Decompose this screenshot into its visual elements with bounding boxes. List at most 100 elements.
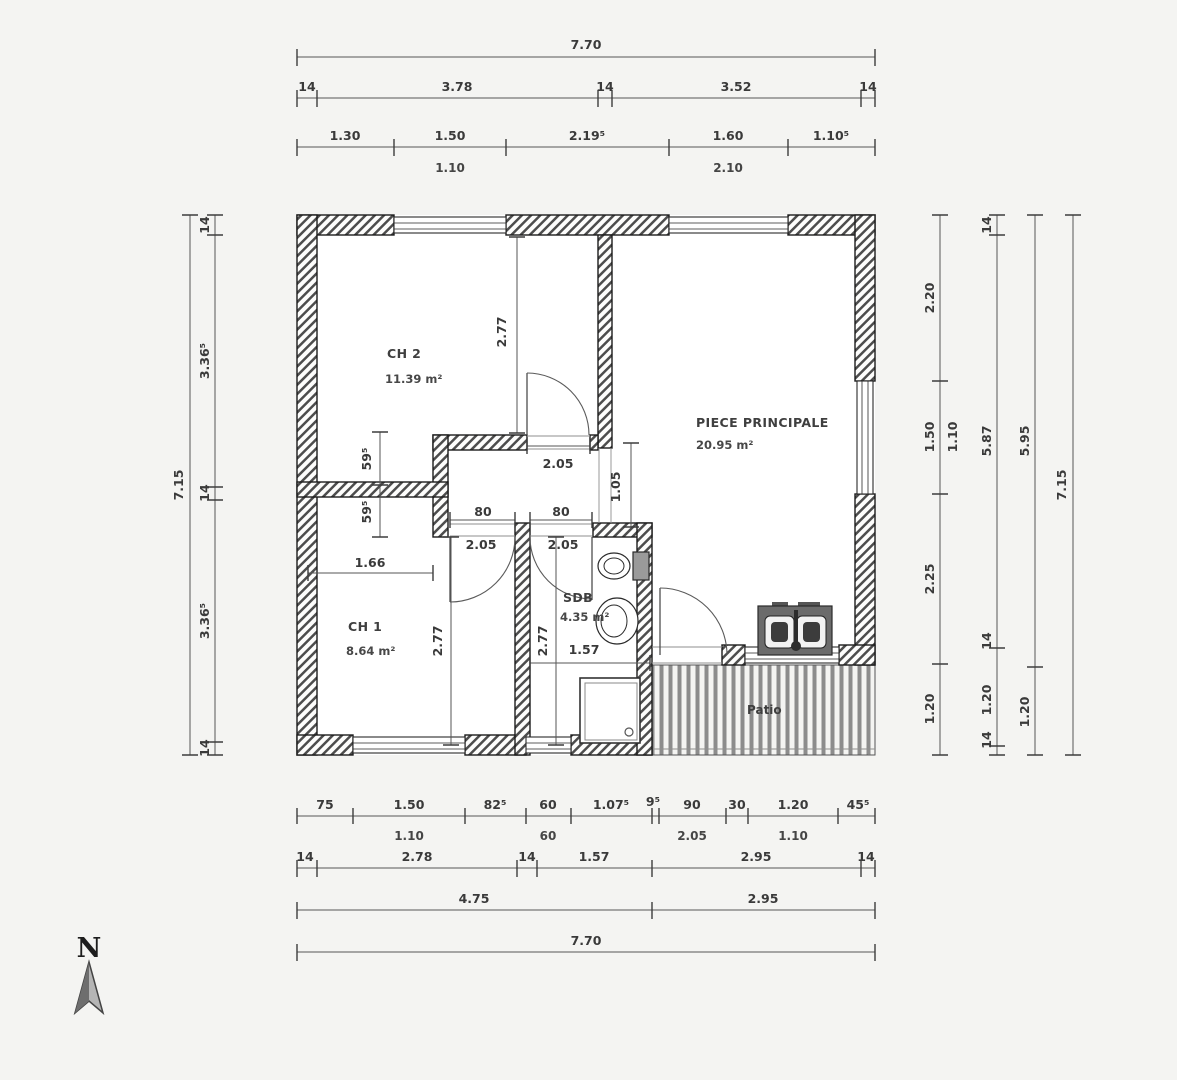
dim-left-wall: 3.36⁵ xyxy=(197,343,212,379)
dim-sdb-width: 1.57 xyxy=(569,642,600,657)
door-ch2 xyxy=(526,372,590,436)
room-area-sdb: 4.35 m² xyxy=(560,610,609,624)
dim-right-c1: 1.20 xyxy=(922,693,937,724)
dim-bottom-opening: 45⁵ xyxy=(847,797,870,812)
dim-bottom-sub: 2.05 xyxy=(677,829,707,843)
dim-bottom-opening: 1.20 xyxy=(778,797,809,812)
dim-right-c1-sub: 1.10 xyxy=(945,421,960,452)
dim-bottom-wall: 14 xyxy=(857,849,875,864)
dim-top-total: 7.70 xyxy=(571,37,602,52)
dim-right-c2: 14 xyxy=(979,632,994,650)
dim-bottom-wall: 14 xyxy=(518,849,536,864)
dim-left-wall: 3.36⁵ xyxy=(197,603,212,639)
washbasin xyxy=(595,597,639,645)
window-ch2-north xyxy=(393,216,507,234)
dim-bottom-opening: 1.07⁵ xyxy=(593,797,629,812)
dim-top-sub: 2.10 xyxy=(713,161,743,175)
dim-left-total: 7.15 xyxy=(171,470,186,501)
dim-bottom-opening: 60 xyxy=(539,797,557,812)
door-patio xyxy=(659,587,728,656)
dim-bottom-opening: 90 xyxy=(683,797,701,812)
dim-top-wall: 14 xyxy=(859,79,877,94)
room-labels: CH 2 11.39 m² PIECE PRINCIPALE 20.95 m² … xyxy=(346,346,829,717)
dim-top-wall: 14 xyxy=(596,79,614,94)
dim-top-opening: 1.30 xyxy=(330,128,361,143)
dim-bottom-opening: 30 xyxy=(728,797,746,812)
dimensions-bottom: 75 1.50 82⁵ 60 1.07⁵ 9⁵ 90 30 1.20 45⁵ 1… xyxy=(296,794,876,961)
dim-ch2-door-h: 2.05 xyxy=(543,456,574,471)
dim-left-wall: 14 xyxy=(197,484,212,502)
shower xyxy=(579,677,641,744)
dim-passage: 1.05 xyxy=(608,472,623,503)
dim-niche-upper: 59⁵ xyxy=(359,448,374,471)
room-label-sdb: SDB xyxy=(563,590,593,605)
patio-deck xyxy=(651,664,876,756)
dimensions-top: 7.70 14 3.78 14 3.52 14 1.30 1.50 2.19⁵ … xyxy=(296,37,877,175)
dim-bottom-opening: 75 xyxy=(316,797,333,812)
dimensions-interior: 2.77 2.05 59⁵ 59⁵ 1.66 80 2.05 80 2.05 1… xyxy=(307,236,651,746)
dim-bottom-wall: 1.57 xyxy=(579,849,610,864)
dim-right-c1: 2.20 xyxy=(922,282,937,313)
kitchen-sink xyxy=(757,602,833,656)
dim-bottom-half: 4.75 xyxy=(459,891,490,906)
building: CH 2 11.39 m² PIECE PRINCIPALE 20.95 m² … xyxy=(296,214,876,756)
dim-ch1-depth: 2.77 xyxy=(430,626,445,657)
dim-bottom-opening: 82⁵ xyxy=(484,797,507,812)
dim-bottom-opening: 9⁵ xyxy=(646,794,660,809)
room-area-ch2: 11.39 m² xyxy=(385,372,442,386)
room-label-principale: PIECE PRINCIPALE xyxy=(696,415,829,430)
room-label-ch1: CH 1 xyxy=(348,619,382,634)
dim-bottom-wall: 2.95 xyxy=(741,849,772,864)
north-label: N xyxy=(77,933,102,964)
door-sdb xyxy=(529,536,593,600)
window-principale-north xyxy=(668,216,789,234)
dim-top-wall: 14 xyxy=(298,79,316,94)
dim-bottom-half: 2.95 xyxy=(748,891,779,906)
dim-right-c2: 1.20 xyxy=(979,684,994,715)
dim-right-c1: 2.25 xyxy=(922,564,937,595)
opening-thresholds xyxy=(450,435,722,664)
toilet xyxy=(597,551,650,581)
dim-bottom-sub: 1.10 xyxy=(394,829,424,843)
dim-left-wall: 14 xyxy=(197,739,212,757)
room-label-patio: Patio xyxy=(747,703,782,717)
door-ch1 xyxy=(449,536,516,603)
room-area-principale: 20.95 m² xyxy=(696,438,753,452)
dim-top-wall: 3.52 xyxy=(721,79,752,94)
north-arrow-shade xyxy=(75,962,89,1013)
dim-left-wall: 14 xyxy=(197,216,212,234)
dim-right-c1: 1.50 xyxy=(922,421,937,452)
dim-right-c3: 5.95 xyxy=(1017,426,1032,457)
dim-top-wall: 3.78 xyxy=(442,79,473,94)
dim-sdb-depth: 2.77 xyxy=(535,626,550,657)
window-ch1-south xyxy=(352,736,466,754)
dim-top-opening: 1.50 xyxy=(435,128,466,143)
dim-right-c2: 5.87 xyxy=(979,426,994,457)
window-principale-east xyxy=(856,380,874,495)
room-area-ch1: 8.64 m² xyxy=(346,644,395,658)
dimensions-left: 7.15 14 3.36⁵ 14 3.36⁵ 14 xyxy=(171,214,223,757)
dim-sdb-door-h: 2.05 xyxy=(548,537,579,552)
dim-top-sub: 1.10 xyxy=(435,161,465,175)
dim-ch2-depth: 2.77 xyxy=(494,317,509,348)
dim-right-c3: 1.20 xyxy=(1017,696,1032,727)
exterior-walls xyxy=(296,214,876,756)
dim-bottom-opening: 1.50 xyxy=(394,797,425,812)
dim-ch1-door-h: 2.05 xyxy=(466,537,497,552)
dim-top-opening: 2.19⁵ xyxy=(569,128,605,143)
dim-top-opening: 1.60 xyxy=(713,128,744,143)
dim-top-opening: 1.10⁵ xyxy=(813,128,849,143)
dim-ch1-door-w: 80 xyxy=(474,504,492,519)
dim-bottom-sub: 1.10 xyxy=(778,829,808,843)
dim-bottom-wall: 2.78 xyxy=(402,849,433,864)
dim-sdb-door-w: 80 xyxy=(552,504,570,519)
dim-ch1-width: 1.66 xyxy=(355,555,386,570)
dim-niche-lower: 59⁵ xyxy=(359,501,374,524)
dim-bottom-wall: 14 xyxy=(296,849,314,864)
doors xyxy=(449,372,728,656)
dim-bottom-sub: 60 xyxy=(540,829,557,843)
room-label-ch2: CH 2 xyxy=(387,346,421,361)
fixtures xyxy=(579,551,833,744)
dim-right-c2: 14 xyxy=(979,216,994,234)
